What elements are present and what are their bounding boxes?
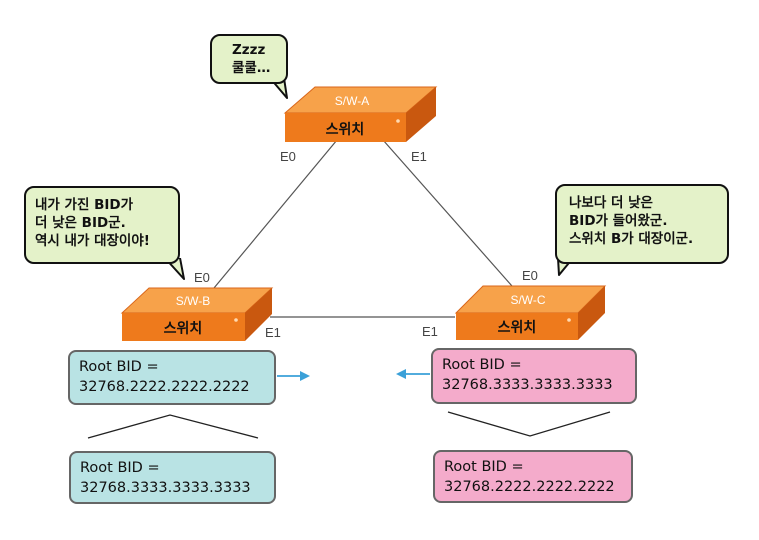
port-c-e0: E0 — [522, 268, 538, 283]
switch-a-top-label: S/W-A — [335, 94, 369, 108]
link-a-c — [382, 139, 513, 287]
bubble-b-line: 내가 가진 BID가 — [35, 197, 134, 213]
bid-value: 32768.2222.2222.2222 — [444, 479, 615, 495]
transition-marker-c — [447, 411, 611, 437]
bubble-a-line: 쿨쿨… — [232, 60, 271, 76]
bubble-c-line: BID가 들어왔군. — [569, 213, 668, 229]
bubble-a-line: Zzzz — [232, 42, 266, 58]
bid-box-b-after: Root BID = 32768.3333.3333.3333 — [69, 451, 276, 504]
switch-a-front-label: 스위치 — [326, 122, 365, 138]
bubble-switch-a: Zzzz 쿨쿨… — [210, 34, 288, 84]
arrow-right — [277, 371, 310, 381]
bubble-c-line: 스위치 B가 대장이군. — [569, 231, 694, 247]
switch-c-top-label: S/W-C — [510, 293, 545, 307]
bubble-c-line: 나보다 더 낮은 — [569, 195, 653, 211]
bid-box-c-before: Root BID = 32768.3333.3333.3333 — [431, 348, 637, 404]
bid-value: 32768.2222.2222.2222 — [79, 379, 250, 395]
bid-value: 32768.3333.3333.3333 — [442, 377, 613, 393]
port-c-e1: E1 — [422, 324, 438, 339]
bid-label: Root BID = — [79, 359, 159, 375]
bid-label: Root BID = — [442, 357, 522, 373]
bid-label: Root BID = — [444, 459, 524, 475]
link-a-b — [213, 139, 338, 289]
port-a-e1: E1 — [411, 149, 427, 164]
port-a-e0: E0 — [280, 149, 296, 164]
bid-label: Root BID = — [80, 460, 160, 476]
bid-value: 32768.3333.3333.3333 — [80, 480, 251, 496]
switch-a: S/W-A 스위치 — [283, 86, 438, 142]
bubble-switch-c: 나보다 더 낮은 BID가 들어왔군. 스위치 B가 대장이군. — [555, 184, 729, 264]
switch-c-front-label: 스위치 — [498, 320, 537, 336]
port-b-e0: E0 — [194, 270, 210, 285]
transition-marker-b — [87, 414, 259, 439]
bubble-switch-b: 내가 가진 BID가 더 낮은 BID군. 역시 내가 대장이야! — [24, 186, 180, 264]
switch-c: S/W-C 스위치 — [454, 285, 607, 340]
switch-b-front-label: 스위치 — [164, 321, 203, 337]
switch-b: S/W-B 스위치 — [120, 287, 274, 341]
bubble-b-line: 더 낮은 BID군. — [35, 215, 126, 231]
bid-box-b-before: Root BID = 32768.2222.2222.2222 — [68, 350, 276, 405]
switch-b-top-label: S/W-B — [176, 294, 210, 308]
port-b-e1: E1 — [265, 325, 281, 340]
bubble-b-line: 역시 내가 대장이야! — [35, 233, 150, 249]
arrow-left — [396, 369, 430, 379]
bid-box-c-after: Root BID = 32768.2222.2222.2222 — [433, 450, 633, 503]
